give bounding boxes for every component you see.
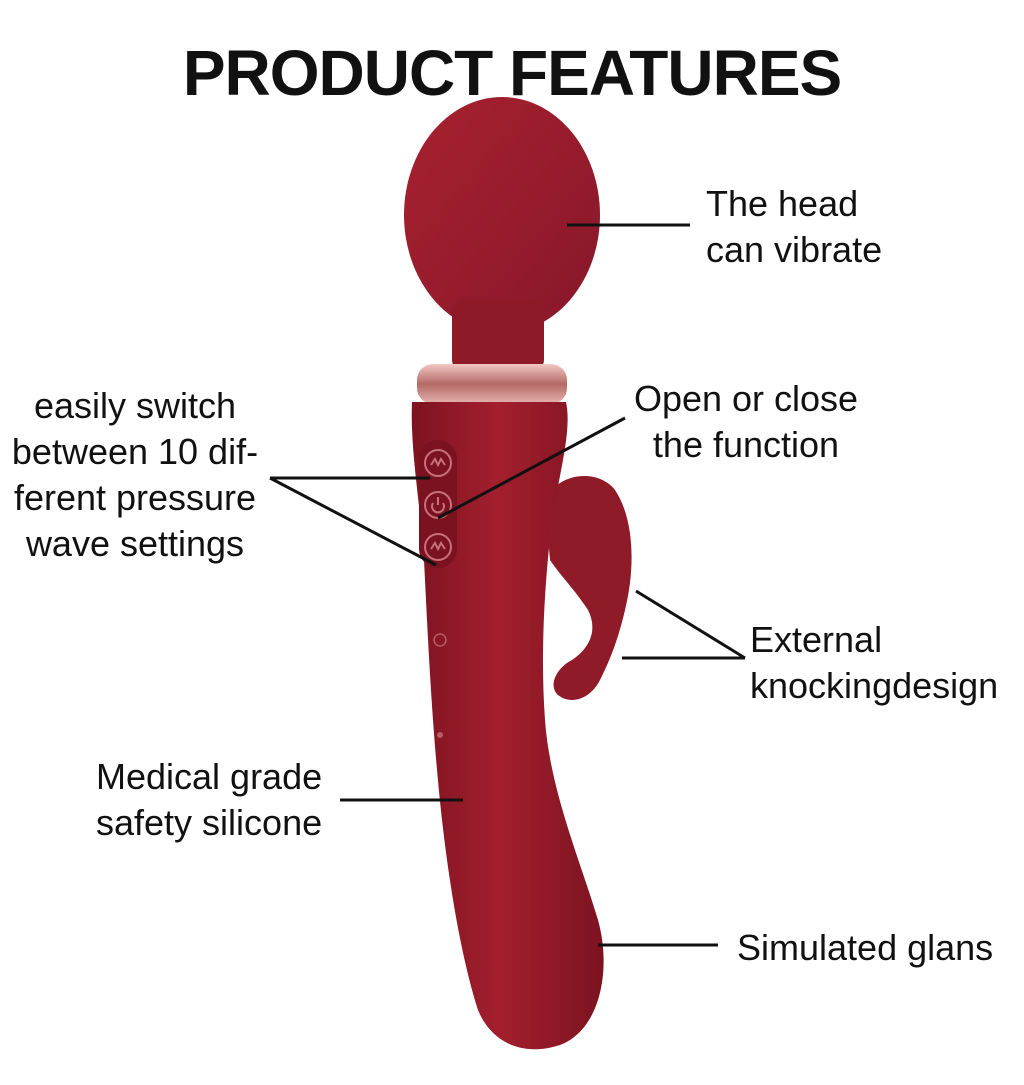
neck	[452, 300, 544, 370]
page-title: PRODUCT FEATURES	[182, 36, 842, 109]
switch-pointer-line-b	[269, 476, 437, 567]
external-pointer-line-a	[635, 589, 746, 660]
external-feature-label: External knockingdesign	[750, 619, 999, 706]
control-buttons	[419, 440, 457, 568]
silicone-feature-label: Medical grade safety silicone	[96, 756, 323, 843]
external-arm	[545, 476, 632, 700]
indicator-icon	[433, 633, 447, 647]
metal-ring	[417, 364, 567, 404]
head-feature-label: The head can vibrate	[706, 183, 883, 270]
main-body	[411, 402, 604, 1050]
leader-lines	[269, 223, 746, 947]
vibrating-head	[404, 97, 600, 333]
wave-button-icon	[424, 533, 452, 561]
mode-button-icon	[424, 449, 452, 477]
indicator-dot-icon	[437, 732, 443, 738]
power-pointer-line	[437, 416, 626, 520]
glans-feature-label: Simulated glans	[737, 927, 994, 968]
power-feature-label: Open or close the function	[633, 378, 859, 465]
switch-feature-label: easily switch between 10 dif- ferent pre…	[11, 385, 259, 564]
